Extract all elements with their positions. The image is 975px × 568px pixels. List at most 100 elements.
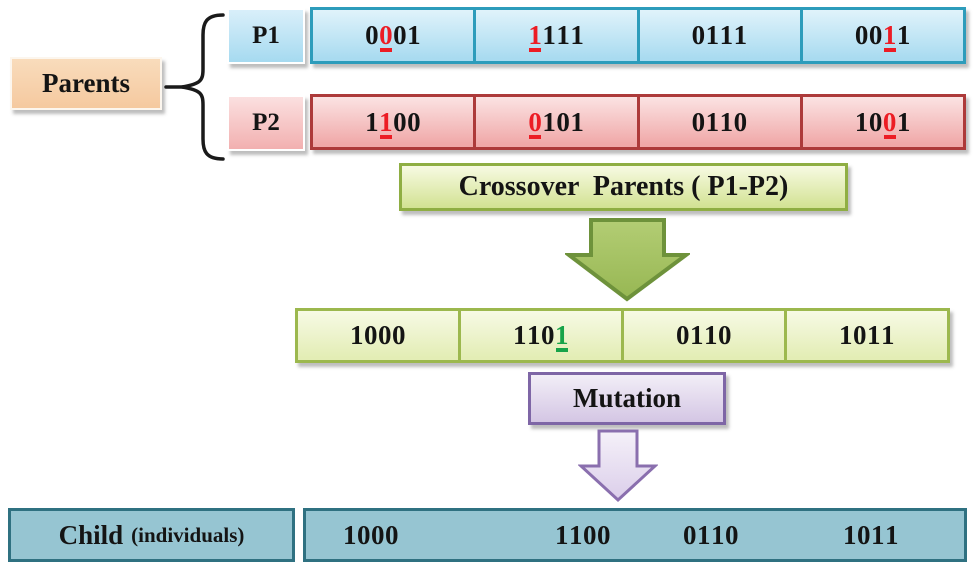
bit: 1 (407, 20, 422, 50)
bit: 0 (393, 106, 408, 137)
bit: 0 (691, 106, 706, 137)
bit: 0 (541, 320, 555, 350)
bit: 0 (857, 519, 871, 550)
bit: 1 (705, 106, 720, 137)
bit: 1 (705, 20, 720, 50)
bit: 1 (513, 320, 527, 350)
crossover-box: Crossover Parents ( P1-P2) (399, 163, 848, 211)
bit: 1 (871, 519, 885, 550)
bit: 1 (570, 20, 585, 50)
bit: 1 (570, 106, 585, 137)
p2-label: P2 (252, 109, 280, 136)
bit: 1 (697, 519, 711, 550)
child-label: Child (58, 519, 124, 550)
mutated-bit: 0 (528, 106, 543, 139)
bit: 1 (556, 20, 571, 50)
bit: 1 (896, 106, 911, 137)
bit: 1 (881, 320, 895, 350)
bit: 0 (868, 106, 883, 137)
p1-label-box: P1 (227, 8, 305, 64)
bit: 0 (718, 320, 732, 350)
bit: 1 (527, 320, 541, 350)
p2-label-box: P2 (227, 95, 305, 151)
bit: 1 (542, 20, 557, 50)
bit: 1 (365, 106, 380, 137)
mutation-box: Mutation (528, 372, 726, 425)
bit: 0 (365, 20, 380, 50)
bit: 0 (725, 519, 739, 550)
bit: 1 (343, 519, 357, 550)
mutated-bit: 1 (528, 20, 543, 52)
bit: 0 (597, 519, 611, 550)
crossover-down-arrow-icon (565, 218, 690, 302)
bit: 1 (839, 320, 853, 350)
bit: 0 (392, 320, 406, 350)
bit: 0 (733, 106, 748, 137)
bit: 1 (885, 519, 899, 550)
bit: 0 (556, 106, 571, 137)
bit: 1 (719, 106, 734, 137)
bit: 1 (350, 320, 364, 350)
bit: 1 (711, 519, 725, 550)
bit: 0 (683, 519, 697, 550)
bit: 1 (719, 20, 734, 50)
mutated-bit: 1 (882, 20, 897, 52)
parents-box: Parents (10, 57, 162, 110)
bit: 0 (854, 20, 869, 50)
mutation-label: Mutation (573, 383, 681, 413)
parents-label: Parents (42, 68, 130, 98)
bit: 1 (569, 519, 583, 550)
mutated-bit: 0 (882, 106, 897, 139)
bit: 0 (364, 320, 378, 350)
bit: 0 (691, 20, 706, 50)
bit: 1 (690, 320, 704, 350)
bit: 1 (704, 320, 718, 350)
mutation-down-arrow-icon (578, 429, 658, 503)
bit: 1 (867, 320, 881, 350)
mutated-bit: 1 (379, 106, 394, 139)
bit: 1 (733, 20, 748, 50)
child-label-box: Child (individuals) (8, 508, 295, 562)
crossover-label: Crossover Parents ( P1-P2) (458, 171, 789, 202)
bit: 0 (407, 106, 422, 137)
bit: 1 (555, 519, 569, 550)
mutated-bit: 1 (555, 320, 569, 352)
bit: 1 (843, 519, 857, 550)
curly-brace-icon (164, 13, 225, 161)
bit: 0 (378, 320, 392, 350)
bit: 0 (385, 519, 399, 550)
p1-label: P1 (252, 22, 280, 49)
mutated-bit: 0 (379, 20, 394, 52)
bit: 1 (854, 106, 869, 137)
bit: 0 (853, 320, 867, 350)
child-sublabel: (individuals) (131, 522, 245, 547)
bit: 0 (371, 519, 385, 550)
bit: 0 (676, 320, 690, 350)
bit: 0 (393, 20, 408, 50)
bit: 0 (357, 519, 371, 550)
bit: 1 (542, 106, 557, 137)
bit: 1 (896, 20, 911, 50)
bit: 0 (583, 519, 597, 550)
